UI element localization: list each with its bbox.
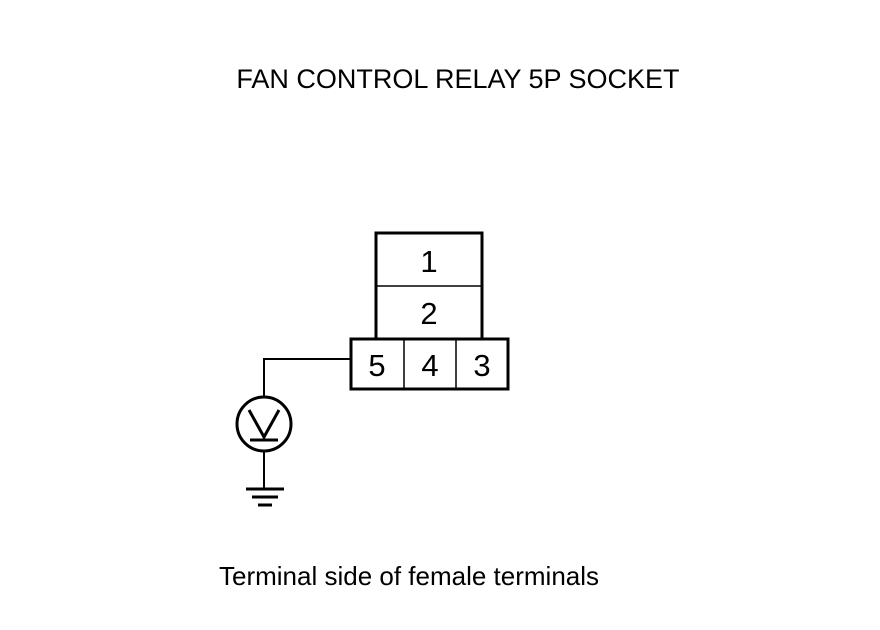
- diagram-title: FAN CONTROL RELAY 5P SOCKET: [236, 64, 679, 94]
- terminal-1-label: 1: [420, 244, 437, 279]
- upper-terminal-block: 1 2: [374, 231, 484, 342]
- lower-terminal-block: 5 4 3: [349, 337, 510, 391]
- terminal-4-label: 4: [421, 348, 438, 383]
- voltmeter-icon: [235, 395, 293, 453]
- terminal-5-label: 5: [368, 348, 385, 383]
- diagram-caption: Terminal side of female terminals: [219, 561, 599, 591]
- terminal-3-label: 3: [473, 348, 490, 383]
- ground-icon: [246, 487, 284, 507]
- lower-block-outline: [349, 337, 510, 391]
- probe-wire: [263, 358, 351, 397]
- terminal-2-label: 2: [420, 296, 437, 331]
